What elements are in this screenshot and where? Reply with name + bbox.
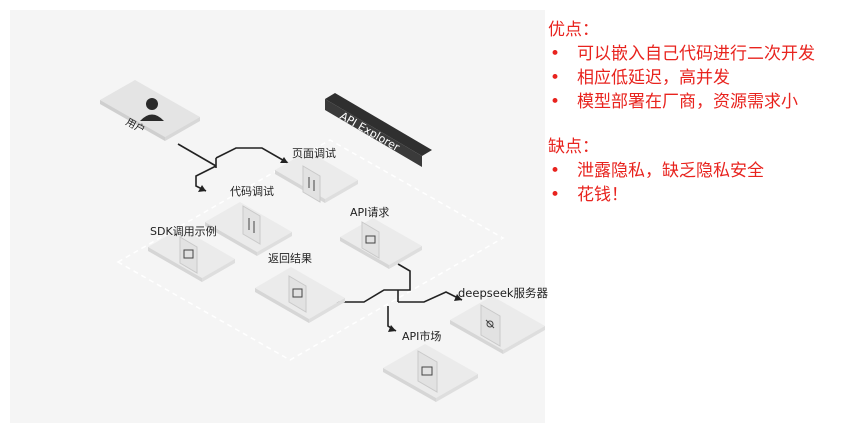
sdk-example-node: SDK调用示例 bbox=[148, 224, 235, 282]
market-icon bbox=[421, 366, 433, 376]
pros-item: 可以嵌入自己代码进行二次开发 bbox=[548, 42, 858, 66]
arrow-deepseek bbox=[454, 294, 462, 301]
connector-user-trunk bbox=[177, 143, 217, 167]
connectors bbox=[177, 143, 463, 332]
pros-block: 优点： 可以嵌入自己代码进行二次开发 相应低延迟，高并发 模型部署在厂商，资源需… bbox=[548, 18, 858, 114]
cons-block: 缺点： 泄露隐私，缺乏隐私安全 花钱！ bbox=[548, 135, 858, 207]
pros-item: 模型部署在厂商，资源需求小 bbox=[548, 90, 858, 114]
request-icon bbox=[365, 235, 376, 244]
connector-result-out bbox=[330, 263, 411, 303]
code-debug-node: 代码调试 bbox=[205, 185, 292, 256]
deepseek-server-node: deepseek服务器 bbox=[450, 286, 549, 354]
api-explorer-banner: API Explorer bbox=[325, 93, 432, 167]
page-debug-label: 页面调试 bbox=[292, 147, 336, 160]
doc-icon bbox=[183, 249, 194, 259]
cons-heading: 缺点： bbox=[548, 137, 599, 157]
result-icon bbox=[292, 288, 303, 298]
code-debug-label: 代码调试 bbox=[230, 185, 274, 198]
api-market-label: API市场 bbox=[402, 329, 441, 343]
pros-list: 可以嵌入自己代码进行二次开发 相应低延迟，高并发 模型部署在厂商，资源需求小 bbox=[548, 42, 858, 114]
pros-cons-panel: 优点： 可以嵌入自己代码进行二次开发 相应低延迟，高并发 模型部署在厂商，资源需… bbox=[548, 18, 858, 207]
connector-to-page-debug bbox=[215, 147, 289, 164]
arrow-market bbox=[388, 325, 396, 332]
user-icon bbox=[140, 98, 164, 121]
pros-item: 相应低延迟，高并发 bbox=[548, 66, 858, 90]
sliders-icon bbox=[248, 218, 255, 233]
cons-item: 花钱！ bbox=[548, 183, 858, 207]
connector-to-deepseek bbox=[398, 291, 463, 303]
arrowheads bbox=[198, 157, 462, 332]
page-debug-node: 页面调试 bbox=[275, 147, 358, 203]
arrow-page-debug bbox=[280, 157, 288, 163]
deepseek-server-label: deepseek服务器 bbox=[458, 286, 549, 300]
api-request-label: API请求 bbox=[350, 206, 389, 219]
api-request-node: API请求 bbox=[340, 206, 422, 269]
api-explorer-region bbox=[116, 139, 505, 361]
api-market-node: API市场 bbox=[383, 329, 478, 402]
pros-heading: 优点： bbox=[548, 20, 599, 40]
cons-item: 泄露隐私，缺乏隐私安全 bbox=[548, 159, 858, 183]
return-result-label: 返回结果 bbox=[268, 252, 312, 265]
arrow-code-debug bbox=[198, 185, 206, 192]
sliders-icon bbox=[308, 177, 315, 191]
network-icon bbox=[485, 319, 495, 329]
cons-list: 泄露隐私，缺乏隐私安全 花钱！ bbox=[548, 159, 858, 207]
diagram-background bbox=[10, 10, 545, 423]
return-result-node: 返回结果 bbox=[255, 252, 345, 323]
sdk-example-label: SDK调用示例 bbox=[150, 224, 217, 238]
